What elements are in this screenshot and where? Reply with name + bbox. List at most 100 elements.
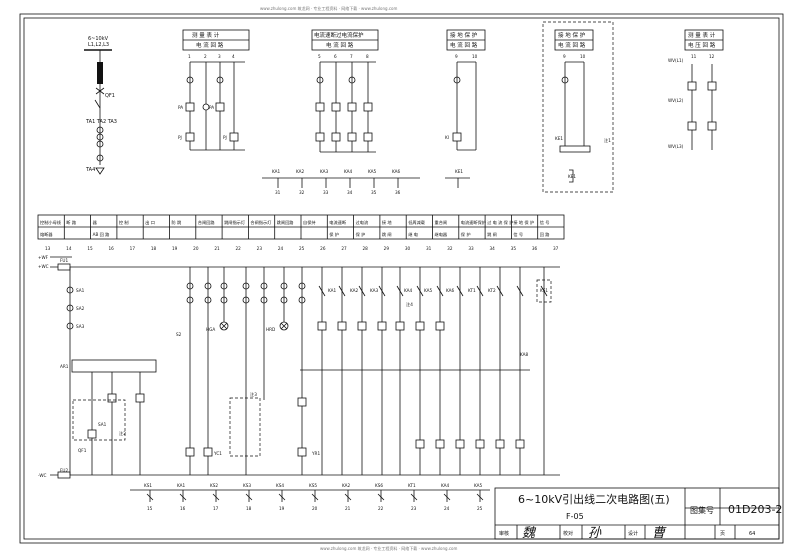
relay-contact xyxy=(378,285,386,297)
function-header-table: 控制小母线熔断器断 路器AB 回 路控 制出 口防 跳合闸回路跳闸指示灯合闸指示… xyxy=(37,214,565,240)
func-header-top: 合闸指示灯 xyxy=(250,219,272,226)
relay-coil xyxy=(377,321,387,331)
drawing-number: F-05 xyxy=(566,512,584,521)
func-header-top: 接 地 保 护 xyxy=(513,219,534,226)
func-header-bottom: 跳 闸 xyxy=(382,231,392,238)
column-number: 16 xyxy=(109,246,115,251)
svg-text:SA2: SA2 xyxy=(76,306,85,311)
relay-coil xyxy=(415,321,425,331)
top-group-3: 接 地 保 护 电 流 回 路 9 10 KI xyxy=(445,29,486,151)
func-header-bottom: 继电器 xyxy=(435,231,448,238)
top-group-1: 测 量 表 计 电 流 回 路 1 2 3 4 PA PA PJ PJ xyxy=(178,29,250,151)
column-number: 22 xyxy=(236,246,242,251)
bottom-contact-number: 19 xyxy=(279,506,285,511)
svg-text:KI: KI xyxy=(445,135,449,140)
svg-text:PJ: PJ xyxy=(178,135,182,140)
column-number: 29 xyxy=(384,246,390,251)
top-group-2: 电流速断过电流保护 电 流 回 路 5 6 7 8 xyxy=(311,29,379,153)
bottom-contact-number: 16 xyxy=(180,506,186,511)
bottom-contact-name: KA5 xyxy=(474,483,483,488)
bottom-contact-number: 22 xyxy=(378,506,384,511)
column-number: 28 xyxy=(363,246,369,251)
voltage-label: 6~10kV xyxy=(88,36,109,42)
column-number: 24 xyxy=(278,246,284,251)
atlas-number: 01D203-2 xyxy=(728,503,782,516)
svg-text:电流速断过电流保护: 电流速断过电流保护 xyxy=(314,31,364,39)
svg-text:QF1: QF1 xyxy=(78,448,87,453)
func-header-top: 器 xyxy=(93,220,98,226)
column-number: 33 xyxy=(468,246,474,251)
control-circuit: +WF +WC FU1 -WC FU2 SA1 SA2 SA3 AR1 QF1 … xyxy=(38,255,560,479)
relay-coil xyxy=(357,321,367,331)
svg-text:33: 33 xyxy=(323,190,329,195)
func-header-top: 信 号 xyxy=(540,219,550,226)
svg-text:36: 36 xyxy=(395,190,401,195)
svg-text:KE1: KE1 xyxy=(455,169,463,174)
column-number: 36 xyxy=(532,246,538,251)
svg-text:SA1: SA1 xyxy=(76,288,85,293)
svg-text:电 压 回 路: 电 压 回 路 xyxy=(688,41,716,49)
review-signature: 魏 xyxy=(522,526,537,541)
breaker-label: QF1 xyxy=(105,93,115,99)
svg-text:PA: PA xyxy=(178,105,183,110)
svg-text:32: 32 xyxy=(299,190,305,195)
func-header-top: 合闸回路 xyxy=(198,219,216,226)
column-number: 37 xyxy=(553,246,559,251)
svg-text:注2: 注2 xyxy=(119,430,126,437)
svg-text:测 量 表 计: 测 量 表 计 xyxy=(192,31,220,39)
svg-text:YR1: YR1 xyxy=(311,451,320,456)
func-header-top: 过 电 流 保 护 xyxy=(487,219,513,226)
bottom-contact xyxy=(377,493,385,501)
drawing-title: 6~10kV引出线二次电路图(五) xyxy=(518,492,670,506)
relay-contact xyxy=(318,285,326,297)
func-header-bottom: 继 电 xyxy=(408,231,419,237)
relay-coil xyxy=(475,439,485,449)
bottom-contact-number: 17 xyxy=(213,506,219,511)
svg-text:9: 9 xyxy=(563,54,566,59)
column-number: 30 xyxy=(405,246,411,251)
relay-contact xyxy=(436,285,444,297)
column-number: 15 xyxy=(87,246,93,251)
bottom-contact-name: KS1 xyxy=(144,483,152,488)
relay-coil xyxy=(415,439,425,449)
atlas-label: 图集号 xyxy=(690,505,714,515)
relay-coil xyxy=(455,439,465,449)
relay-contact xyxy=(338,285,346,297)
svg-text:WV(L2): WV(L2) xyxy=(668,98,684,103)
svg-text:7: 7 xyxy=(350,54,353,59)
relay-contact xyxy=(496,285,504,297)
relay-contact xyxy=(540,285,548,297)
bottom-contact-name: KT1 xyxy=(408,483,416,488)
column-number: 17 xyxy=(130,246,136,251)
bottom-contact-name: KS2 xyxy=(210,483,218,488)
bottom-contact xyxy=(278,493,286,501)
func-header-top: 控 制 xyxy=(119,219,129,226)
func-header-top: 自保持 xyxy=(303,219,316,226)
bottom-contact-name: KA2 xyxy=(342,483,351,488)
svg-text:接 地 保 护: 接 地 保 护 xyxy=(558,31,586,39)
bottom-contact xyxy=(476,493,484,501)
header-watermark: www.zhulong.com 筑龙网 · 专业工程资料 · 网络下载 · ww… xyxy=(260,5,397,11)
func-header-top: 出 口 xyxy=(145,219,155,226)
svg-text:KE1: KE1 xyxy=(555,136,563,141)
svg-text:+WC: +WC xyxy=(38,264,49,269)
func-header-bottom: AB 回 路 xyxy=(93,231,111,238)
bottom-contact-number: 23 xyxy=(411,506,417,511)
svg-text:SA1: SA1 xyxy=(98,422,107,427)
bottom-contact xyxy=(344,493,352,501)
column-number: 34 xyxy=(490,246,496,251)
svg-text:KA3: KA3 xyxy=(320,169,329,174)
bottom-contact-number: 25 xyxy=(477,506,483,511)
svg-text:WV(L3): WV(L3) xyxy=(668,144,684,149)
func-header-top: 防 跳 xyxy=(172,219,183,226)
svg-text:1: 1 xyxy=(188,54,191,59)
svg-text:电 流 回 路: 电 流 回 路 xyxy=(326,41,354,49)
svg-text:KA1: KA1 xyxy=(272,169,281,174)
func-header-bottom: 保 护 xyxy=(461,231,471,238)
svg-text:KA6: KA6 xyxy=(392,169,401,174)
svg-text:FU2: FU2 xyxy=(60,468,68,473)
svg-text:注4: 注4 xyxy=(406,301,413,308)
relay-contact xyxy=(476,285,484,297)
